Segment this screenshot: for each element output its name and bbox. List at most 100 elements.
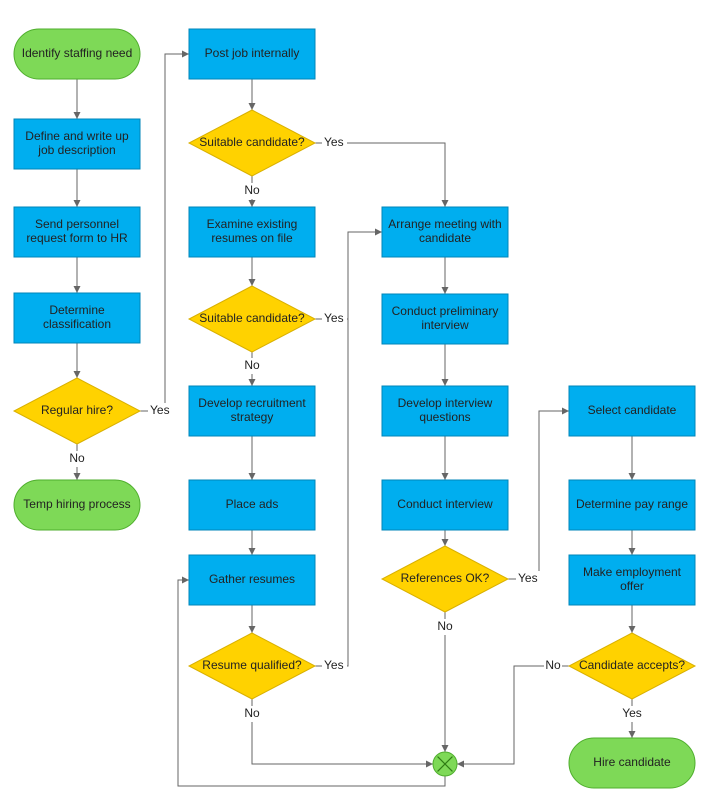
node-label: Send personnel <box>35 217 119 231</box>
node-n10-decision: Suitable candidate? <box>187 285 317 353</box>
node-label: Suitable candidate? <box>199 311 305 325</box>
node-label: questions <box>419 410 470 424</box>
node-label: job description <box>37 143 115 157</box>
node-c1-connector <box>432 751 458 777</box>
process-box <box>13 118 141 170</box>
edge-n5-n7 <box>140 50 189 412</box>
edge-label-bg <box>68 451 86 467</box>
node-n1-terminal: Identify staffing need <box>13 28 141 80</box>
node-label: Candidate accepts? <box>579 658 685 672</box>
process-box <box>568 479 696 531</box>
process-box <box>188 554 316 606</box>
node-label: Determine <box>49 303 105 317</box>
terminal-pill <box>13 28 141 80</box>
process-box <box>568 554 696 606</box>
node-label: Define and write up <box>25 129 129 143</box>
node-label: Determine pay range <box>576 497 688 511</box>
node-label: Temp hiring process <box>23 497 130 511</box>
node-label: References OK? <box>401 571 490 585</box>
process-box <box>381 479 509 531</box>
node-label: request form to HR <box>26 231 128 245</box>
edge-c1-n13 <box>177 576 446 787</box>
node-label: Suitable candidate? <box>199 135 305 149</box>
edge-label-bg <box>436 619 454 635</box>
edge-label-n10_yes: Yes <box>324 311 344 325</box>
node-label: candidate <box>419 231 471 245</box>
edge-label-n23_no: No <box>545 658 561 672</box>
edge-label-bg <box>619 706 645 722</box>
node-n8-decision: Suitable candidate? <box>187 109 317 177</box>
node-n18-process: Conduct interview <box>381 479 509 531</box>
edge-label-bg <box>322 135 347 151</box>
node-label: Examine existing <box>207 217 298 231</box>
process-box <box>188 385 316 437</box>
node-label: Place ads <box>226 497 279 511</box>
node-label: Post job internally <box>205 46 300 60</box>
decision-diamond <box>187 632 317 700</box>
node-label: Gather resumes <box>209 572 295 586</box>
edge-label-n8_yes: Yes <box>324 135 344 149</box>
node-n7-process: Post job internally <box>188 28 316 80</box>
edge-n23-c1 <box>457 665 569 768</box>
edge-label-n8_no: No <box>244 183 260 197</box>
edge-n8-n15 <box>315 142 449 207</box>
node-label: classification <box>43 317 111 331</box>
node-label: Develop recruitment <box>198 396 306 410</box>
edge-label-n14_yes: Yes <box>324 658 344 672</box>
node-n5-decision: Regular hire? <box>12 377 142 445</box>
node-n12-process: Place ads <box>188 479 316 531</box>
decision-diamond <box>567 632 697 700</box>
node-label: Regular hire? <box>41 403 113 417</box>
node-label: Make employment <box>583 565 682 579</box>
process-box <box>381 385 509 437</box>
node-n20-process: Select candidate <box>568 385 696 437</box>
node-label: Arrange meeting with <box>388 217 501 231</box>
edge-label-n23_yes: Yes <box>622 706 642 720</box>
decision-diamond <box>380 545 510 613</box>
node-n13-process: Gather resumes <box>188 554 316 606</box>
process-box <box>13 206 141 258</box>
process-box <box>381 206 509 258</box>
edge-label-n10_no: No <box>244 358 260 372</box>
terminal-pill <box>13 479 141 531</box>
node-label: Develop interview <box>398 396 493 410</box>
decision-diamond <box>187 109 317 177</box>
edge-label-bg <box>322 311 347 327</box>
decision-diamond <box>187 285 317 353</box>
node-label: offer <box>620 579 644 593</box>
process-box <box>188 479 316 531</box>
edge-label-bg <box>322 658 347 674</box>
edge-n19-n20 <box>508 407 569 580</box>
edge-label-bg <box>516 571 541 587</box>
edge-label-bg <box>544 658 562 674</box>
node-n23-decision: Candidate accepts? <box>567 632 697 700</box>
node-label: strategy <box>231 410 274 424</box>
node-n14-decision: Resume qualified? <box>187 632 317 700</box>
edge-label-bg <box>243 183 261 199</box>
edge-n14-n15 <box>315 228 382 667</box>
edge-label-n19_no: No <box>437 619 453 633</box>
node-n24-terminal: Hire candidate <box>568 737 696 789</box>
terminal-pill <box>568 737 696 789</box>
node-n6-terminal: Temp hiring process <box>13 479 141 531</box>
node-label: Resume qualified? <box>202 658 302 672</box>
process-box <box>568 385 696 437</box>
decision-diamond <box>12 377 142 445</box>
process-box <box>13 292 141 344</box>
cross-mark <box>437 756 453 772</box>
process-box <box>381 293 509 345</box>
node-label: interview <box>421 318 469 332</box>
edge-n14-c1 <box>251 699 433 768</box>
process-box <box>188 206 316 258</box>
node-n21-process: Determine pay range <box>568 479 696 531</box>
